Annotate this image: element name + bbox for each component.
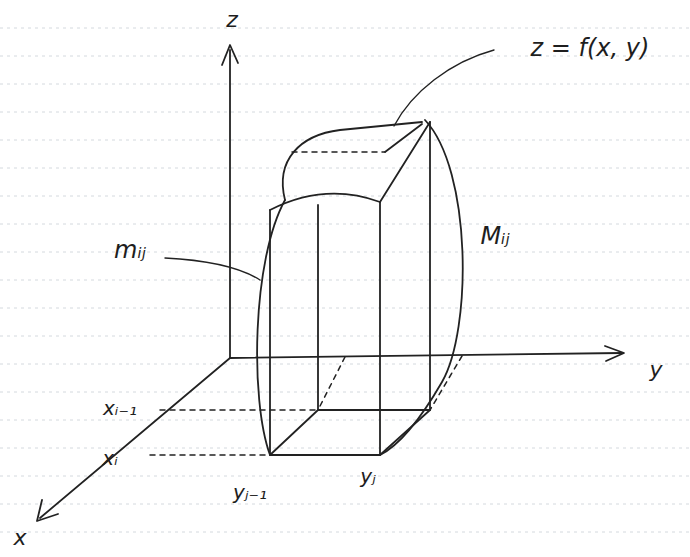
max-surface-loop [380,120,463,455]
math-label: yⱼ [360,465,375,487]
math-label: xᵢ₋₁ [103,397,137,419]
z-axis [229,50,231,358]
math-label: yⱼ₋₁ [233,481,267,503]
notebook-lines [0,28,690,532]
math-label: z = f(x, y) [531,35,650,61]
column-edges [270,122,430,455]
y-axis [230,353,622,358]
arrowhead [37,500,58,521]
arrowhead [605,346,624,361]
guide-lines [150,152,462,455]
leader-line [165,258,260,280]
math-label: z [226,8,238,32]
math-label: x [13,526,26,550]
surface-dome [283,122,422,200]
min-surface-loop [257,200,285,455]
math-label: Mᵢⱼ [480,223,509,249]
math-label: mᵢⱼ [114,237,146,263]
column-top [270,194,380,210]
arrowhead [222,45,238,65]
column-top [380,122,430,202]
x-axis [40,358,230,518]
leader-line [394,50,494,126]
math-label: xᵢ [102,447,117,469]
math-label: y [649,358,662,382]
